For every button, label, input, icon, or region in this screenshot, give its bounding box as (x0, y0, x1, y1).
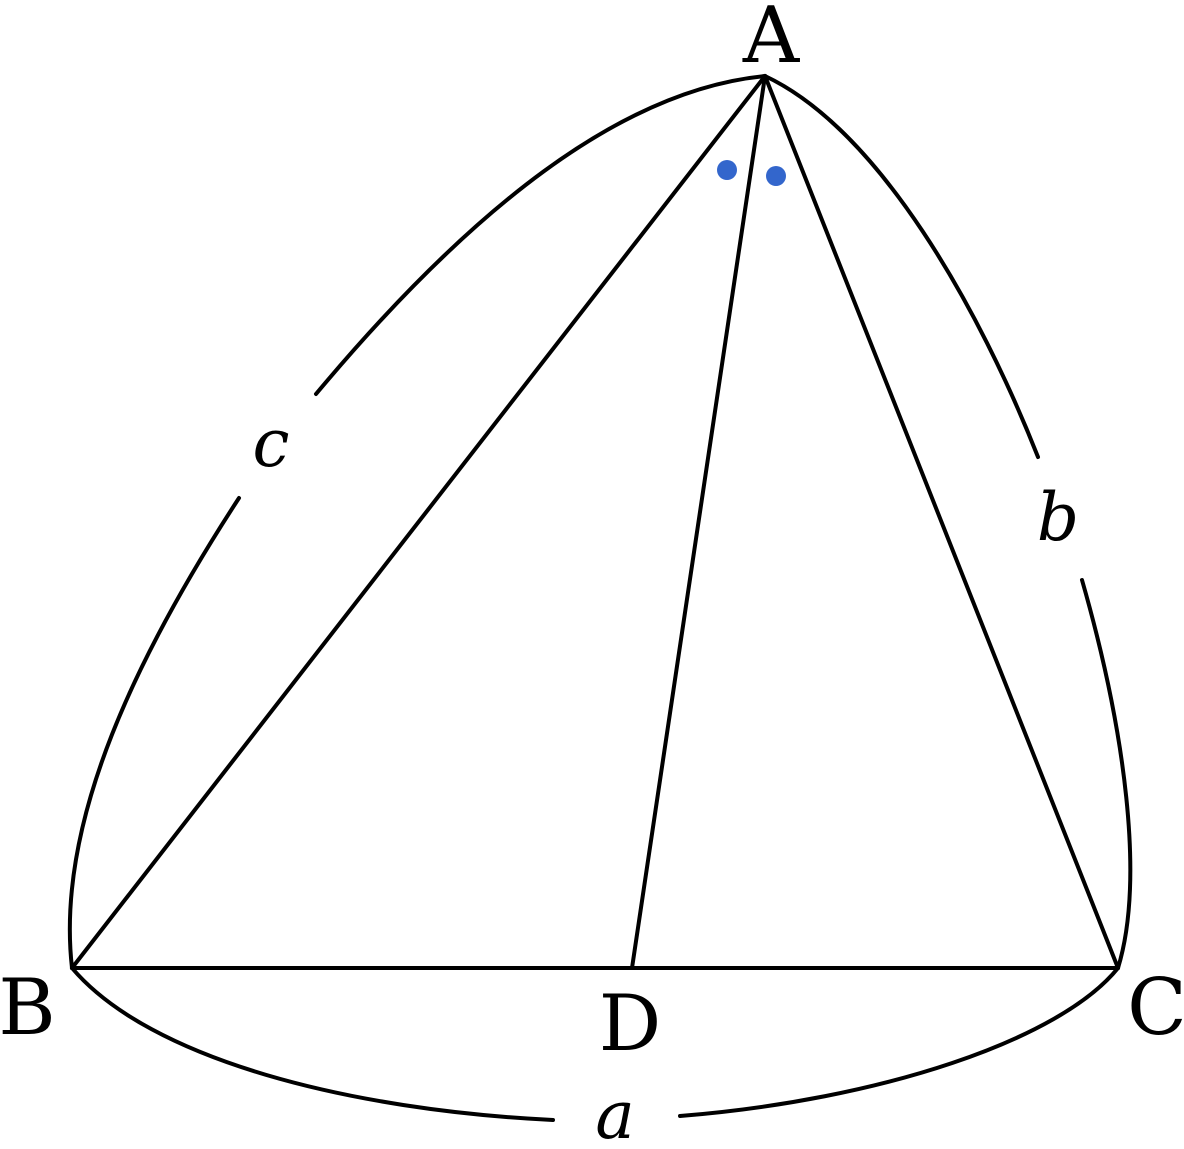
arc-b-upper (763, 74, 1040, 459)
arc-a-right (678, 966, 1120, 1118)
vertex-label-b: B (0, 963, 56, 1053)
side-label-a: a (595, 1077, 634, 1149)
arc-c-lower (67, 496, 241, 970)
arc-b-lower (1080, 578, 1133, 970)
chord-ab (70, 74, 767, 970)
arc-a-left (70, 966, 555, 1122)
segment-ad (630, 74, 767, 970)
angle-marker-left (717, 160, 737, 180)
angle-marker-right (766, 166, 786, 186)
chord-ac (763, 74, 1120, 970)
vertex-label-a: A (742, 0, 801, 81)
arc-c-upper (314, 74, 767, 396)
side-label-b: b (1037, 479, 1079, 556)
vertex-label-d: D (599, 979, 662, 1069)
vertex-label-c: C (1127, 963, 1184, 1053)
side-label-c: c (253, 405, 290, 482)
